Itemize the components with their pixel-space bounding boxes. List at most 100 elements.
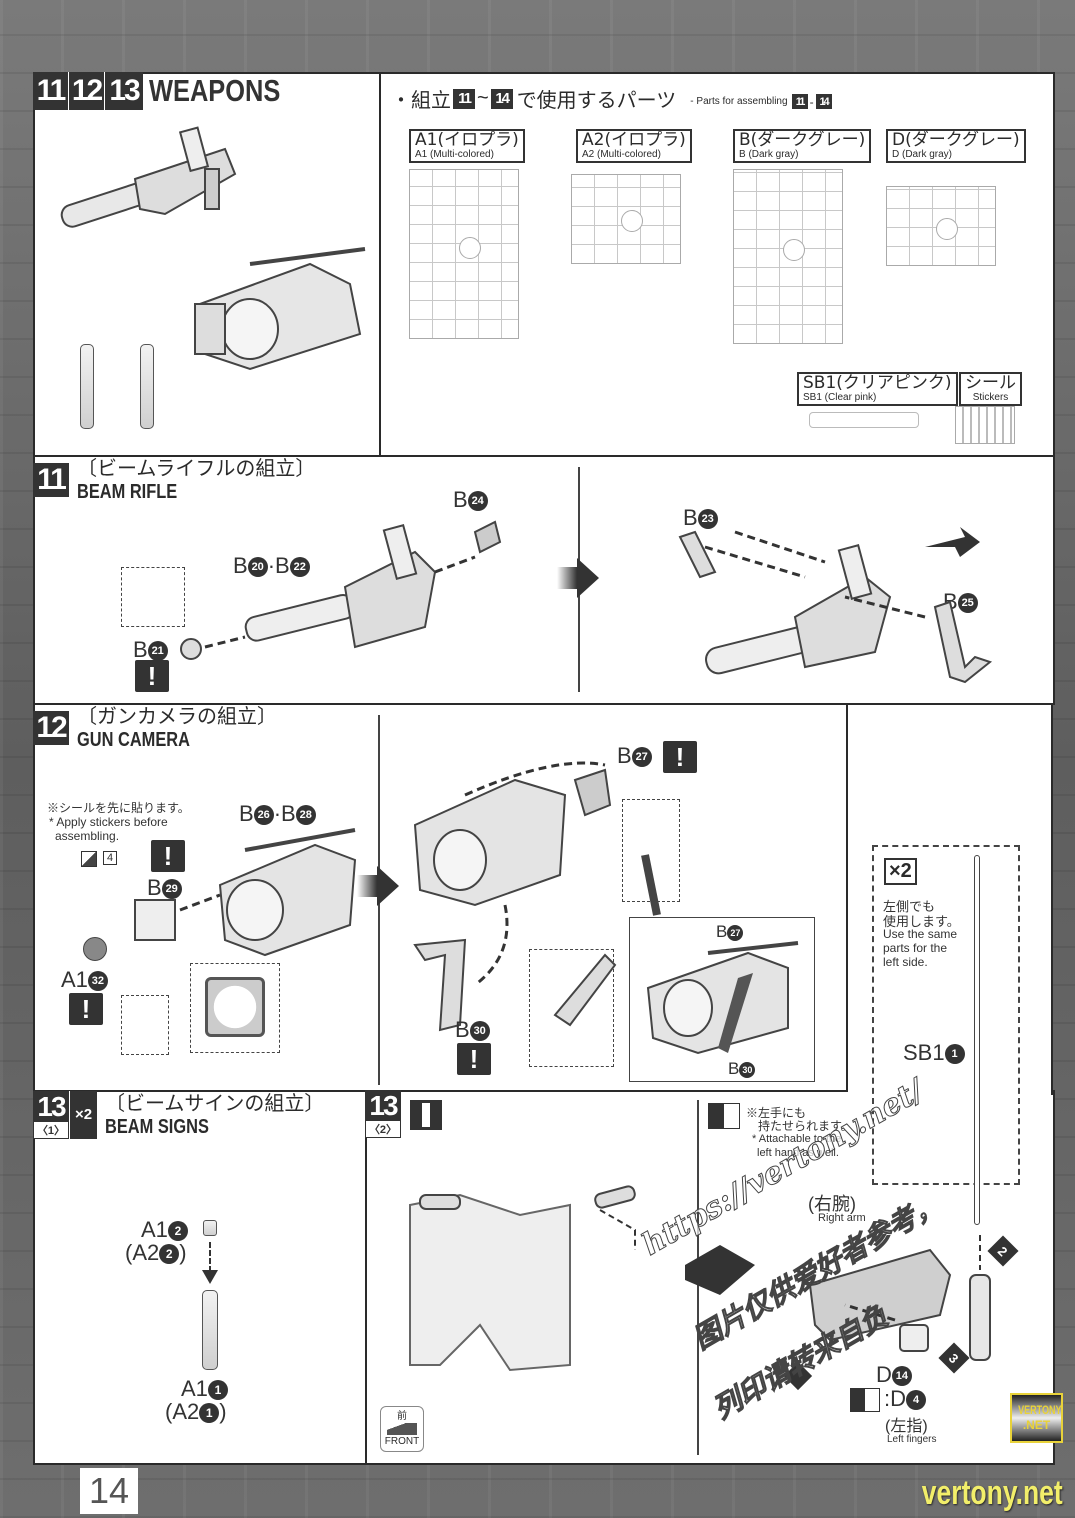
sticker-note-jp: ※シールを先に貼ります。 (47, 801, 190, 815)
sb1-detail-box (872, 845, 1020, 1185)
runner-en: Stickers (972, 392, 1009, 403)
runner-jp: SB1(クリアピンク) (803, 373, 952, 393)
logo-text: .NET (1022, 1418, 1051, 1432)
detail-callout (529, 949, 614, 1067)
runner-jp: A2(イロプラ) (582, 130, 686, 150)
right-arm-label-jp: (右腕) (808, 1194, 856, 1214)
step-badge: 11 (453, 88, 475, 109)
right-arm-label-en: Right arm (818, 1212, 866, 1224)
runner-label-sb1: SB1(クリアピンク) SB1 (Clear pink) (797, 372, 958, 406)
front-jp: 前 (397, 1411, 407, 1422)
runner-label-stickers: シール Stickers (959, 372, 1022, 406)
step-title-en: BEAM RIFLE (77, 481, 178, 503)
warning-icon: ! (663, 741, 697, 773)
weapons-panel: 11 12 13 WEAPONS (33, 72, 381, 457)
step-arrow (357, 875, 377, 897)
sb1-note-en: Use the same (883, 927, 958, 941)
warning-icon: ! (69, 993, 103, 1025)
sticker-number: 4 (103, 851, 118, 865)
beam-sign-part (80, 344, 94, 429)
step-badge: 14 (490, 88, 513, 109)
vertony-logo: VERTONY .NET (1010, 1393, 1063, 1443)
runner-label-a1: A1(イロプラ) A1 (Multi-colored) (409, 129, 525, 163)
weapons-title: WEAPONS (149, 73, 281, 108)
runner-en: A2 (Multi-colored) (582, 149, 661, 160)
beam-sign-part (140, 344, 154, 429)
sb1-note-en: left side. (883, 955, 928, 969)
arrow-head (202, 1270, 218, 1284)
runner-d (886, 186, 996, 266)
step12-panel: 12 〔ガンカメラの組立〕 GUN CAMERA ※シールを先に貼ります。 * … (33, 703, 848, 1093)
step-number: 13 〈1〉 (33, 1090, 69, 1139)
step-title-jp: 〔ガンカメラの組立〕 (77, 704, 277, 728)
runner-en: D (Dark gray) (892, 149, 953, 160)
runner-a2 (571, 174, 681, 264)
left-hand-note-jp: 持たせられます。 (758, 1119, 853, 1133)
runner-label-b: B(ダークグレー) B (Dark gray) (733, 129, 872, 163)
runner-a1 (409, 169, 519, 339)
warning-icon: ! (135, 660, 169, 692)
lens-part (83, 937, 107, 961)
warning-icon: ! (457, 1043, 491, 1075)
swap-icon (850, 1388, 880, 1412)
runner-label-a2: A2(イロプラ) A2 (Multi-colored) (576, 129, 692, 163)
runner-jp: シール (965, 373, 1016, 393)
parts-title-jp-suffix: で使用するパーツ (516, 88, 677, 112)
gun-camera-handle-assembly (413, 761, 661, 1032)
beam-saber-blade (974, 855, 980, 1225)
mobile-suit-hip-illustration (409, 1185, 636, 1372)
parts-dash: - (809, 94, 814, 109)
right-arm-assembly (685, 1235, 991, 1361)
step-title-en: GUN CAMERA (77, 729, 190, 751)
step-title-jp: 〔ビームサインの組立〕 (105, 1091, 325, 1115)
detail-callout (121, 995, 169, 1055)
parts-tilde: ~ (477, 87, 489, 109)
step-title-en: BEAM SIGNS (105, 1116, 209, 1138)
front-en: FRONT (384, 1436, 420, 1447)
multiplier-badge: ×2 (69, 1090, 97, 1139)
lens-detail (205, 977, 265, 1037)
step-number: 13 (105, 72, 143, 110)
gun-camera-assembly (134, 828, 357, 957)
runner-b (733, 169, 843, 344)
page-number: 14 (80, 1468, 138, 1514)
multiplier-badge: ×2 (884, 858, 917, 885)
detail-callout (190, 963, 280, 1053)
warning-icon: ! (151, 840, 185, 872)
beam-sign-body (202, 1290, 218, 1370)
step-arrow (557, 567, 577, 589)
runner-label-d: D(ダークグレー) D (Dark gray) (886, 129, 1026, 163)
step-number: 12 (33, 710, 69, 745)
runner-sb1 (809, 412, 919, 428)
parts-panel: ・ 組立 11 ~ 14 で使用するパーツ - Parts for assemb… (379, 72, 1055, 457)
step-number: 13 〈2〉 (365, 1090, 401, 1138)
step-badge: 14 (815, 94, 832, 109)
beam-rifle-illustration (60, 126, 237, 228)
left-hand-note-en: left hand as well. (757, 1147, 839, 1159)
front-indicator: 前 FRONT (380, 1406, 424, 1452)
both-sides-icon (410, 1100, 442, 1130)
parts-bullet: ・ (391, 88, 411, 112)
sticker-note-en: * Apply stickers before (49, 815, 168, 829)
left-hand-note-jp: ※左手にも (746, 1106, 807, 1120)
left-hand-icon (708, 1103, 740, 1129)
